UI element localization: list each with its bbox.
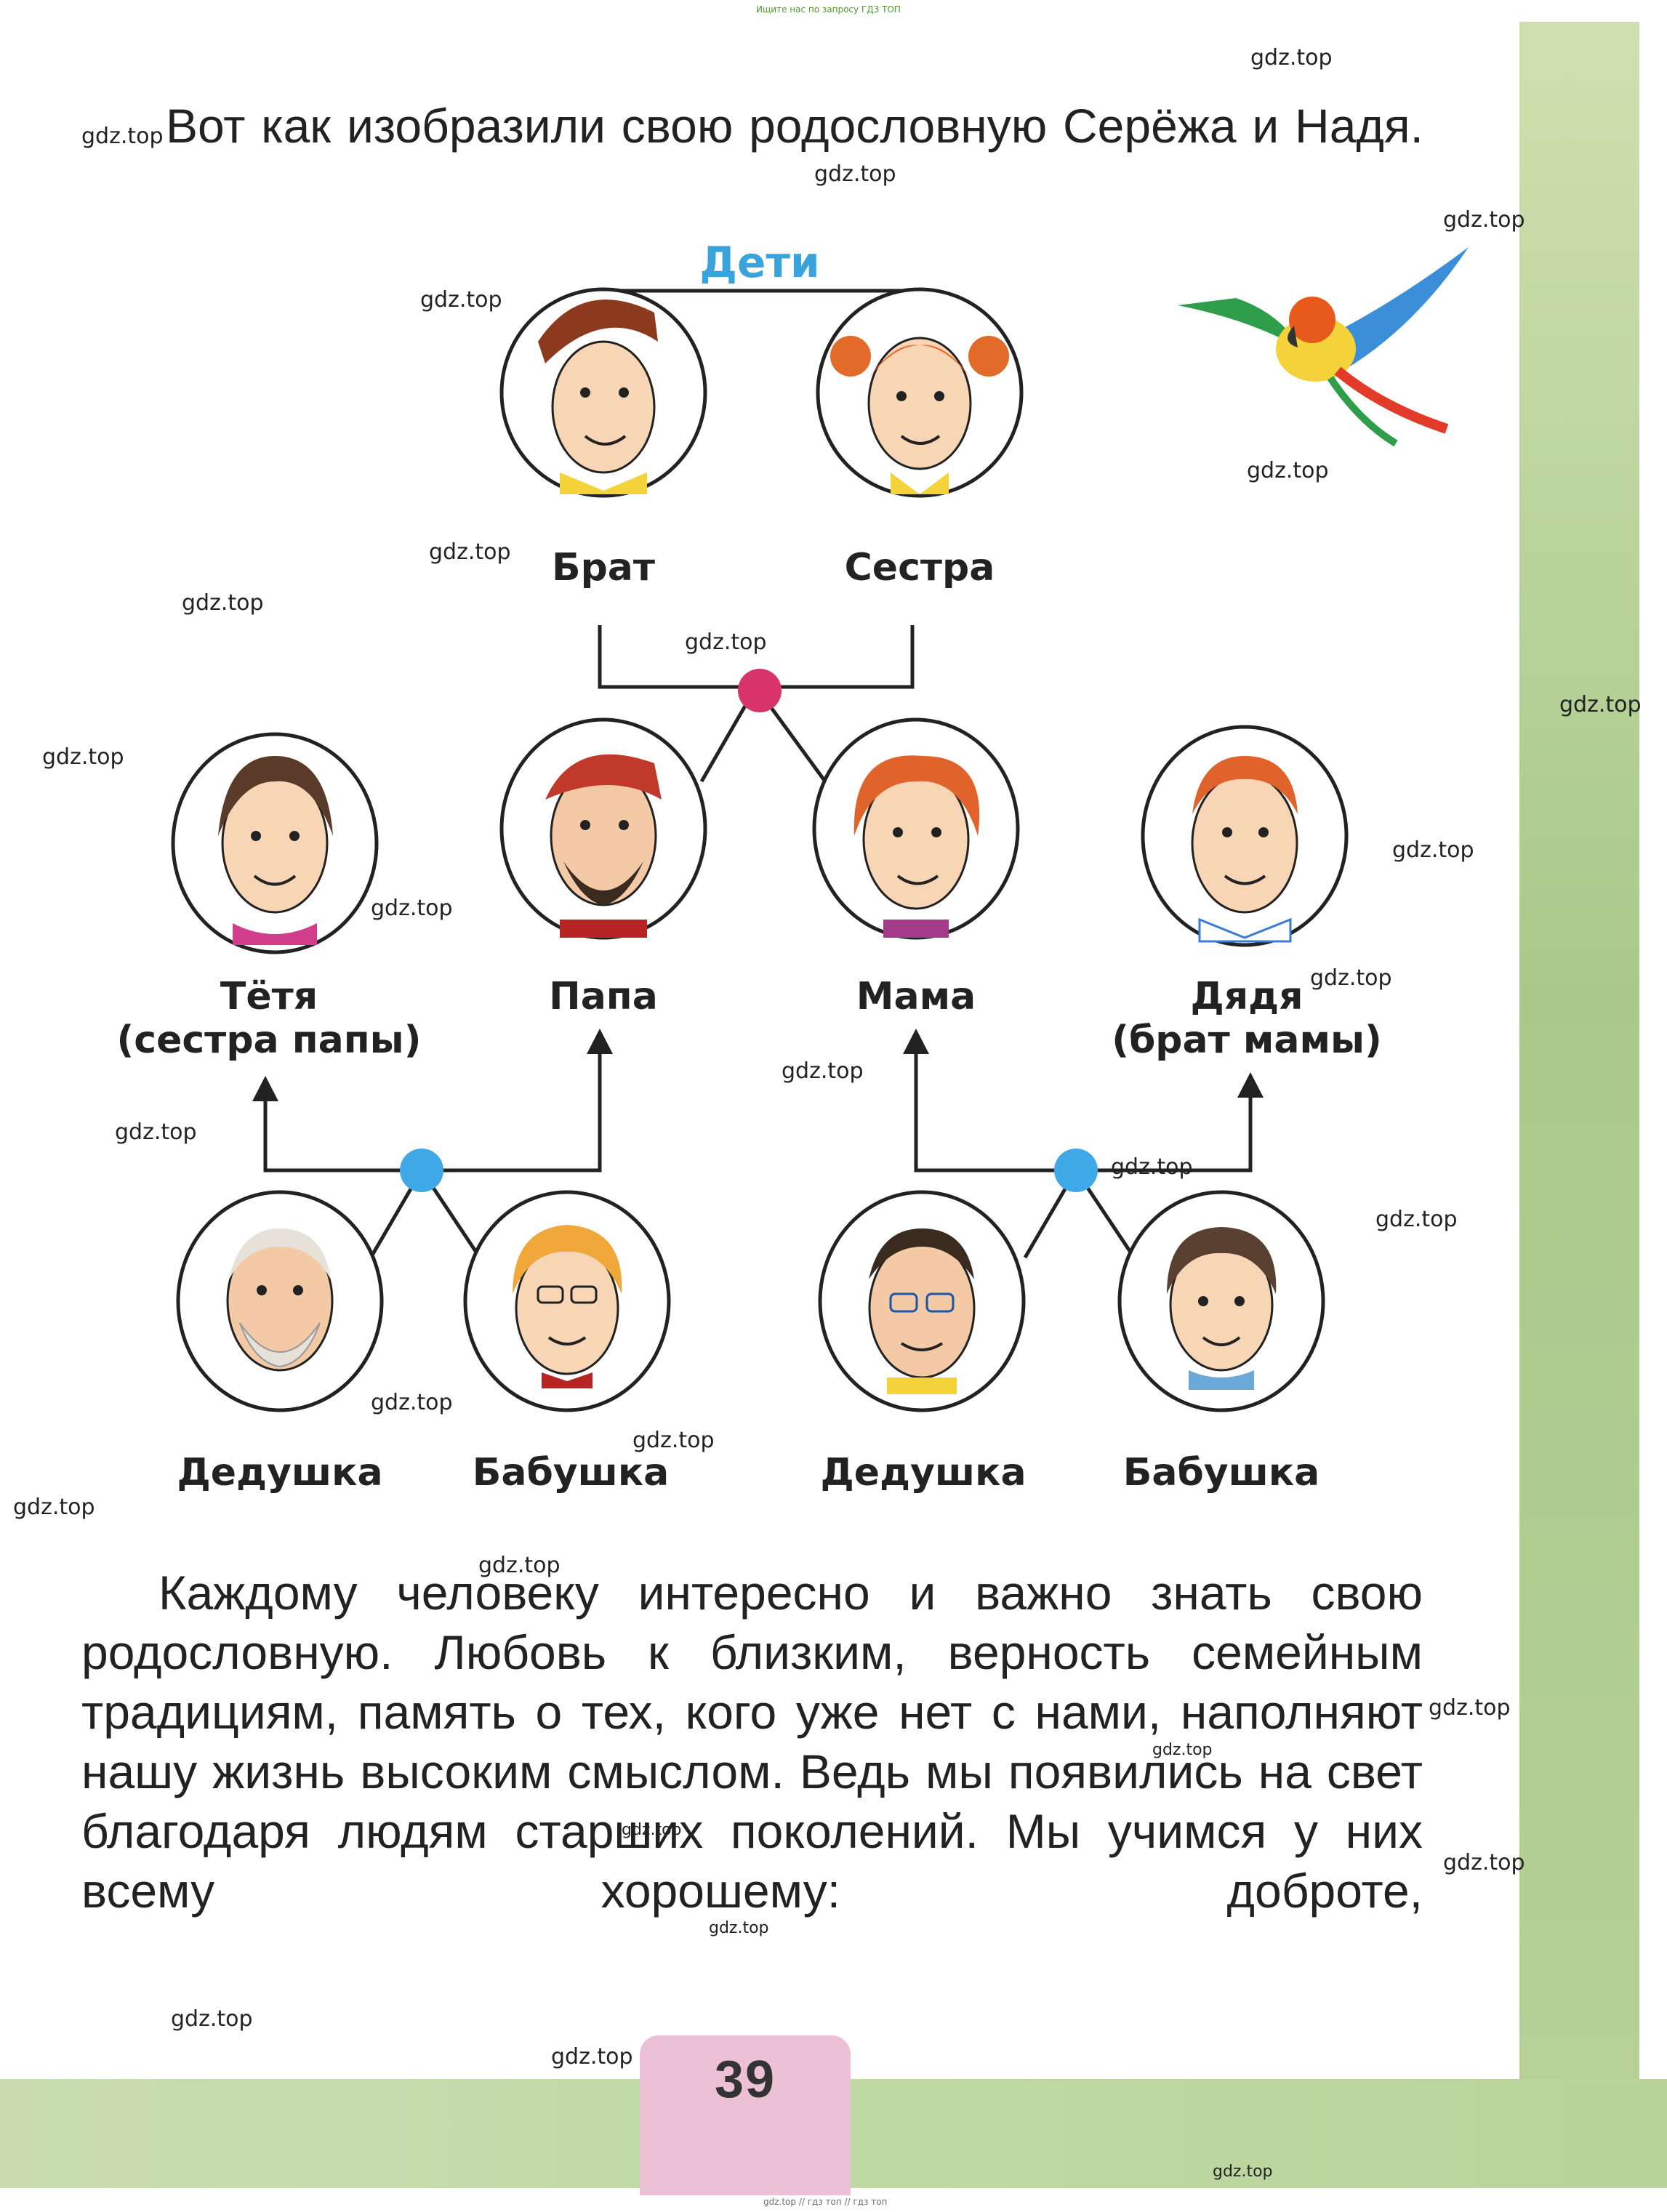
watermark: gdz.top	[1559, 692, 1642, 717]
face-sister-icon	[830, 336, 1009, 494]
arrow-uncle-icon	[1237, 1072, 1264, 1098]
watermark: gdz.top	[371, 896, 453, 921]
link-aunt	[263, 1094, 422, 1173]
footer-note: gdz.top // гдз топ // гдз топ	[763, 2197, 888, 2207]
watermark: gdz.top	[1250, 45, 1333, 71]
arrow-aunt-icon	[252, 1076, 278, 1101]
link-uncle	[1076, 1087, 1253, 1173]
label-grandfather-maternal: Дедушка	[820, 1451, 1027, 1495]
face-father-icon	[545, 754, 662, 938]
side-decor-band	[1512, 22, 1639, 2173]
watermark: gdz.top	[1111, 1154, 1193, 1180]
link-mother-up	[914, 1043, 1076, 1173]
arrow-mother-icon	[903, 1029, 929, 1054]
watermark: gdz.top	[622, 1821, 682, 1839]
label-sister: Сестра	[844, 546, 995, 590]
face-grandfather-paternal-icon	[226, 1228, 334, 1372]
face-mother-icon	[853, 755, 980, 938]
label-uncle-note: (брат мамы)	[1112, 1018, 1382, 1062]
face-grandmother-maternal-icon	[1167, 1227, 1277, 1390]
face-aunt-icon	[218, 756, 333, 945]
watermark: gdz.top	[42, 744, 124, 770]
watermark: gdz.top	[182, 590, 264, 616]
watermark: gdz.top	[115, 1119, 197, 1145]
label-mother: Мама	[856, 975, 976, 1018]
watermark: gdz.top	[420, 287, 502, 313]
watermark: gdz.top	[632, 1428, 715, 1453]
watermark: gdz.top	[1213, 2163, 1273, 2181]
face-uncle-icon	[1191, 756, 1298, 943]
watermark: gdz.top	[1429, 1695, 1511, 1721]
watermark: gdz.top	[1152, 1741, 1213, 1759]
label-grandmother-paternal: Бабушка	[472, 1451, 670, 1495]
watermark: gdz.top	[1310, 965, 1392, 991]
watermark: gdz.top	[782, 1058, 864, 1084]
watermark: gdz.top	[371, 1390, 453, 1415]
label-brother: Брат	[551, 546, 656, 590]
body-paragraph: Каждому человеку интересно и важно знать…	[81, 1566, 1423, 1918]
watermark: gdz.top	[81, 124, 164, 149]
label-father: Папа	[549, 975, 658, 1018]
watermark: gdz.top	[1443, 1850, 1525, 1875]
watermark: gdz.top	[1375, 1207, 1458, 1232]
watermark: gdz.top	[13, 1495, 95, 1520]
watermark: gdz.top	[171, 2006, 253, 2032]
parents-node-dot	[738, 669, 782, 712]
page-number-tab	[640, 2035, 851, 2195]
watermark: gdz.top	[1392, 837, 1474, 863]
label-grandfather-paternal: Дедушка	[177, 1451, 383, 1495]
face-grandmother-paternal-icon	[513, 1225, 622, 1388]
watermark: gdz.top	[551, 2044, 633, 2070]
header-note: Ищите нас по запросу ГДЗ ТОП	[756, 4, 901, 15]
maternal-node-dot	[1054, 1149, 1098, 1192]
watermark: gdz.top	[1247, 458, 1329, 483]
label-children: Дети	[699, 238, 820, 287]
watermark: gdz.top	[1443, 207, 1525, 233]
parrot-icon	[1178, 247, 1469, 447]
label-uncle: Дядя	[1190, 975, 1304, 1018]
watermark: gdz.top	[478, 1553, 561, 1578]
label-aunt-note: (сестра папы)	[116, 1018, 422, 1062]
link-sister	[756, 625, 915, 689]
page-sheet	[0, 22, 1519, 2079]
watermark: gdz.top	[814, 161, 896, 187]
face-brother-icon	[538, 299, 658, 494]
label-grandmother-maternal: Бабушка	[1122, 1451, 1320, 1495]
face-grandfather-maternal-icon	[868, 1228, 976, 1394]
paternal-node-dot	[400, 1149, 443, 1192]
label-aunt: Тётя	[220, 975, 318, 1018]
watermark: gdz.top	[709, 1919, 769, 1937]
watermark: gdz.top	[685, 630, 767, 655]
link-brother	[598, 625, 756, 689]
link-father-up	[422, 1043, 602, 1173]
watermark: gdz.top	[429, 539, 511, 565]
page-number: 39	[714, 2051, 776, 2109]
arrow-father-icon	[587, 1029, 613, 1054]
intro-paragraph: Вот как изобразили свою родословную Серё…	[166, 99, 1423, 153]
